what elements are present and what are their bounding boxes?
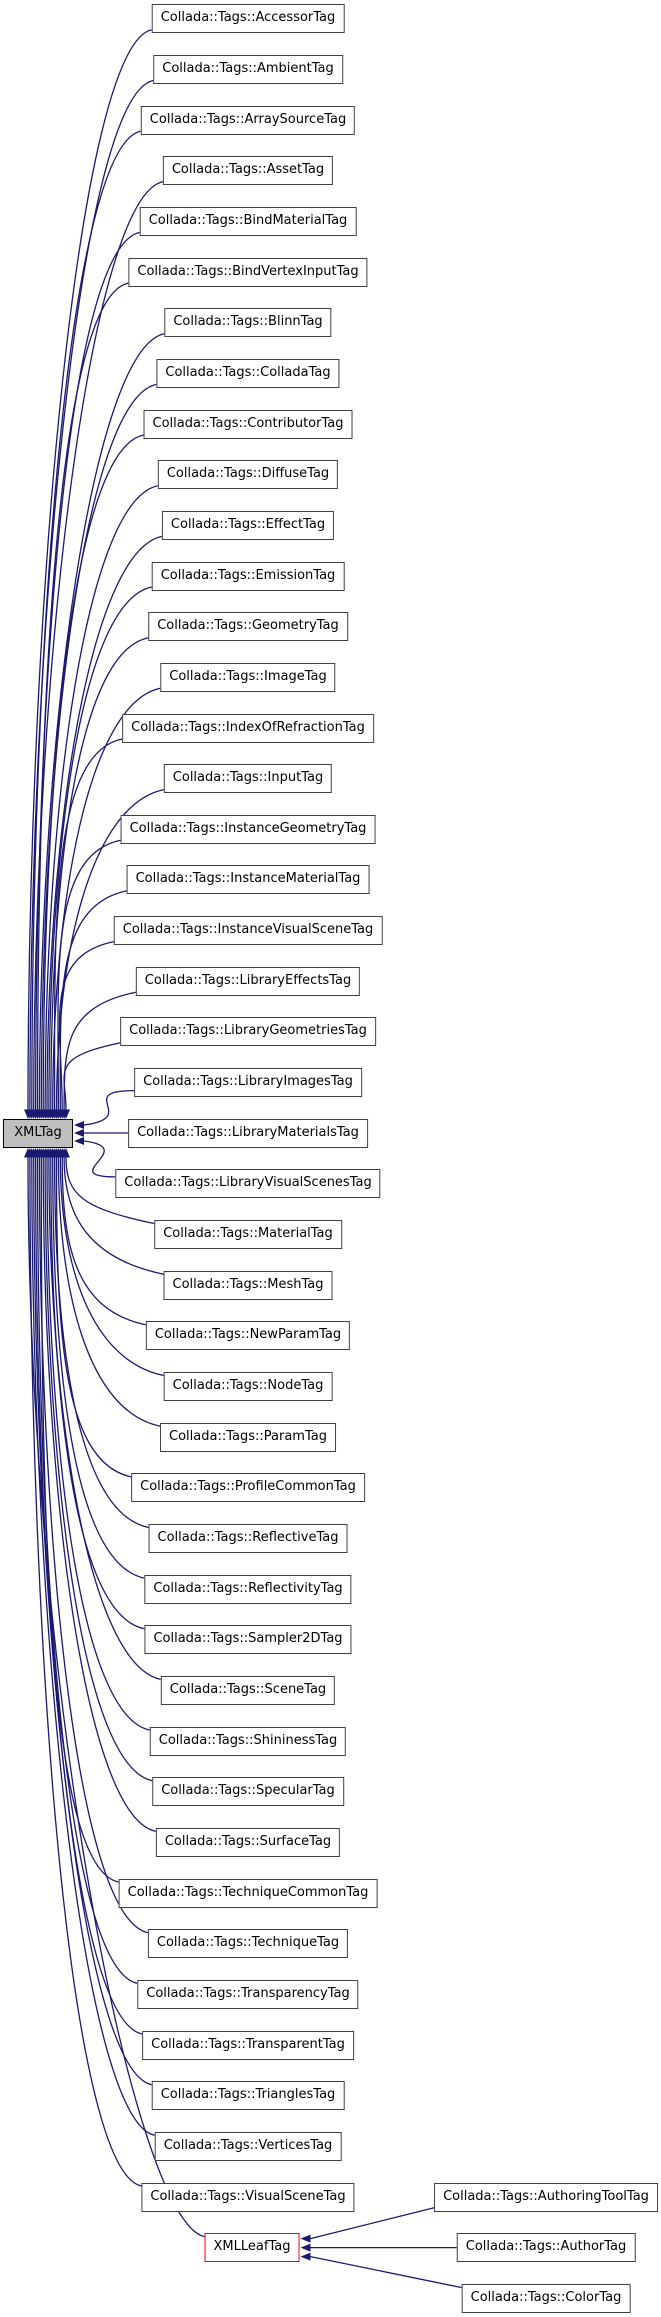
inheritance-edge (34, 231, 140, 1110)
inheritance-edge (44, 1157, 153, 1782)
inheritance-edge (310, 2255, 463, 2289)
inheritance-edge (42, 434, 144, 1110)
inheritance-edge (27, 29, 152, 1110)
class-node-xmltag[interactable]: XMLTag (3, 1119, 73, 1148)
class-node-newparamtag[interactable]: Collada::Tags::NewParamTag (145, 1321, 351, 1351)
class-node-trianglestag[interactable]: Collada::Tags::TrianglesTag (151, 2081, 345, 2111)
inheritance-edge (63, 991, 136, 1110)
inheritance-edge (52, 1157, 145, 1579)
class-node-emissiontag[interactable]: Collada::Tags::EmissionTag (151, 561, 345, 591)
class-node-geometrytag[interactable]: Collada::Tags::GeometryTag (148, 612, 348, 642)
inheritance-edge (36, 1157, 138, 1984)
inheritance-edge (36, 282, 129, 1110)
class-node-instancevisualscenetag[interactable]: Collada::Tags::InstanceVisualSceneTag (113, 916, 383, 946)
inheritance-edge (55, 1157, 132, 1478)
class-node-contributortag[interactable]: Collada::Tags::ContributorTag (143, 409, 353, 439)
inheritance-edge (50, 1157, 145, 1630)
class-node-surfacetag[interactable]: Collada::Tags::SurfaceTag (155, 1827, 341, 1857)
inheritance-edge (63, 1042, 121, 1110)
class-node-bindmaterialtag[interactable]: Collada::Tags::BindMaterialTag (139, 206, 357, 236)
class-node-indexofrefractiontag[interactable]: Collada::Tags::IndexOfRefractionTag (122, 713, 374, 743)
inheritance-edge (57, 839, 121, 1110)
inheritance-edge (53, 738, 123, 1110)
class-node-librarymaterialstag[interactable]: Collada::Tags::LibraryMaterialsTag (128, 1118, 368, 1148)
inheritance-edge (59, 1157, 164, 1377)
class-node-paramtag[interactable]: Collada::Tags::ParamTag (160, 1422, 336, 1452)
inheritance-edge (29, 1157, 142, 2187)
edge-arrowhead (74, 1129, 84, 1137)
inheritance-edge (48, 1157, 161, 1681)
class-node-colortag[interactable]: Collada::Tags::ColorTag (461, 2283, 631, 2313)
class-node-shininesstag[interactable]: Collada::Tags::ShininessTag (149, 1726, 347, 1756)
inheritance-edge (58, 940, 114, 1110)
inheritance-edge (53, 1157, 149, 1529)
inheritance-edge (310, 2206, 436, 2240)
class-node-meshtag[interactable]: Collada::Tags::MeshTag (163, 1270, 333, 1300)
class-node-assettag[interactable]: Collada::Tags::AssetTag (162, 156, 334, 186)
class-node-libraryimagestag[interactable]: Collada::Tags::LibraryImagesTag (134, 1068, 362, 1098)
inheritance-edge (59, 890, 127, 1110)
inheritance-edge (57, 1157, 161, 1427)
class-node-reflectivitytag[interactable]: Collada::Tags::ReflectivityTag (144, 1574, 352, 1604)
inheritance-edge (50, 637, 149, 1110)
edge-arrowhead (74, 1121, 84, 1129)
class-node-imagetag[interactable]: Collada::Tags::ImageTag (160, 662, 336, 692)
edge-arrowhead (62, 1109, 70, 1119)
class-node-arraysourcetag[interactable]: Collada::Tags::ArraySourceTag (140, 105, 356, 135)
class-node-profilecommontag[interactable]: Collada::Tags::ProfileCommonTag (131, 1473, 365, 1503)
class-node-reflectivetag[interactable]: Collada::Tags::ReflectiveTag (148, 1524, 348, 1553)
inheritance-edge (42, 1157, 157, 1833)
inheritance-edge (31, 130, 141, 1110)
class-node-colladatag[interactable]: Collada::Tags::ColladaTag (156, 358, 340, 388)
edge-arrowhead (24, 1148, 32, 1158)
class-node-materialtag[interactable]: Collada::Tags::MaterialTag (154, 1220, 342, 1249)
inheritance-edge (29, 79, 154, 1110)
inheritance-edge (40, 383, 157, 1110)
class-node-instancegeometrytag[interactable]: Collada::Tags::InstanceGeometryTag (120, 814, 376, 844)
class-node-verticestag[interactable]: Collada::Tags::VerticesTag (154, 2131, 342, 2161)
inheritance-edge (46, 535, 163, 1110)
class-node-blinntag[interactable]: Collada::Tags::BlinnTag (164, 308, 332, 338)
inheritance-edge (61, 1157, 146, 1326)
edge-arrowhead (74, 1137, 84, 1145)
class-node-nodetag[interactable]: Collada::Tags::NodeTag (163, 1372, 333, 1401)
class-node-bindvertexinputtag[interactable]: Collada::Tags::BindVertexInputTag (128, 257, 368, 287)
class-node-inputtag[interactable]: Collada::Tags::InputTag (163, 764, 333, 794)
inheritance-edge (63, 1157, 164, 1275)
class-node-libraryeffectstag[interactable]: Collada::Tags::LibraryEffectsTag (135, 966, 361, 996)
inheritance-edge (65, 1157, 155, 1225)
class-node-transparenttag[interactable]: Collada::Tags::TransparentTag (142, 2030, 354, 2060)
inheritance-edge (31, 1157, 155, 2136)
edge-arrowhead (300, 2234, 311, 2243)
class-node-diffusetag[interactable]: Collada::Tags::DiffuseTag (157, 460, 339, 490)
class-node-authoringtooltag[interactable]: Collada::Tags::AuthoringToolTag (434, 2182, 658, 2212)
class-node-effecttag[interactable]: Collada::Tags::EffectTag (161, 510, 335, 540)
class-node-sampler2dtag[interactable]: Collada::Tags::Sampler2DTag (144, 1625, 352, 1655)
class-node-techniquecommontag[interactable]: Collada::Tags::TechniqueCommonTag (118, 1878, 378, 1908)
class-node-transparencytag[interactable]: Collada::Tags::TransparencyTag (137, 1979, 359, 2009)
class-node-speculartag[interactable]: Collada::Tags::SpecularTag (152, 1777, 344, 1807)
class-node-librarygeometriestag[interactable]: Collada::Tags::LibraryGeometriesTag (120, 1017, 376, 1047)
inheritance-edge (83, 1140, 116, 1178)
class-node-ambienttag[interactable]: Collada::Tags::AmbientTag (153, 55, 343, 84)
class-node-instancematerialtag[interactable]: Collada::Tags::InstanceMaterialTag (126, 865, 370, 895)
inheritance-edge (33, 1157, 152, 2086)
class-node-authortag[interactable]: Collada::Tags::AuthorTag (456, 2233, 636, 2263)
class-node-xmlleaftag[interactable]: XMLLeafTag (204, 2233, 300, 2263)
class-node-techniquetag[interactable]: Collada::Tags::TechniqueTag (147, 1929, 349, 1959)
inheritance-edge (48, 586, 152, 1110)
class-node-scenetag[interactable]: Collada::Tags::SceneTag (160, 1675, 336, 1705)
inheritance-edge (46, 1157, 150, 1731)
inheritance-edge (83, 1089, 135, 1126)
class-node-visualscenetag[interactable]: Collada::Tags::VisualSceneTag (141, 2182, 355, 2212)
inheritance-edge (38, 333, 165, 1110)
edge-arrowhead (300, 2252, 311, 2261)
inheritance-edge (33, 181, 164, 1110)
edge-arrowhead (300, 2243, 311, 2252)
inheritance-edge (44, 485, 158, 1110)
class-node-accessortag[interactable]: Collada::Tags::AccessorTag (151, 4, 345, 34)
class-node-libraryvisualscenestag[interactable]: Collada::Tags::LibraryVisualScenesTag (115, 1169, 381, 1199)
